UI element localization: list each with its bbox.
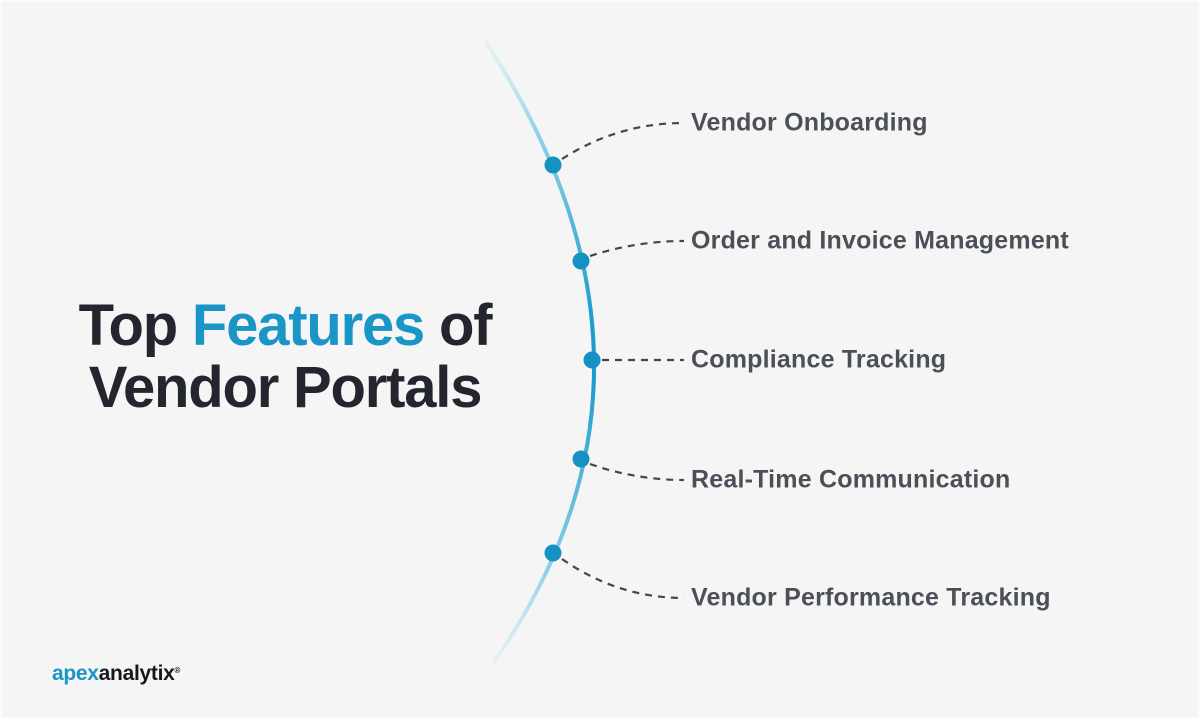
- connector-line-2: [589, 239, 685, 258]
- timeline-dot-1: [544, 156, 562, 174]
- title-line1-suffix: of: [424, 293, 493, 358]
- title-line2: Vendor Portals: [88, 355, 483, 420]
- timeline-dot-5: [544, 544, 562, 562]
- feature-label-compliance-tracking: Compliance Tracking: [691, 345, 947, 374]
- logo-apex-text: apex: [52, 662, 99, 685]
- registered-trademark-icon: ®: [174, 666, 181, 675]
- connector-line-1: [561, 121, 685, 160]
- timeline-dot-2: [572, 252, 590, 270]
- apexanalytix-logo: apexanalytix®: [52, 662, 180, 686]
- feature-label-vendor-onboarding: Vendor Onboarding: [691, 108, 928, 137]
- title-line1-prefix: Top: [78, 293, 192, 358]
- feature-label-vendor-performance-tracking: Vendor Performance Tracking: [691, 583, 1051, 612]
- timeline-dot-4: [572, 450, 590, 468]
- page-title: Top Features of Vendor Portals: [60, 295, 510, 419]
- feature-label-order-invoice-management: Order and Invoice Management: [691, 226, 1069, 255]
- logo-analytix-text: analytix: [98, 662, 175, 685]
- feature-label-real-time-communication: Real-Time Communication: [691, 465, 1011, 494]
- connector-line-5: [561, 558, 685, 600]
- connector-line-4: [589, 462, 685, 482]
- title-highlight: Features: [191, 293, 425, 358]
- timeline-dot-3: [583, 351, 601, 369]
